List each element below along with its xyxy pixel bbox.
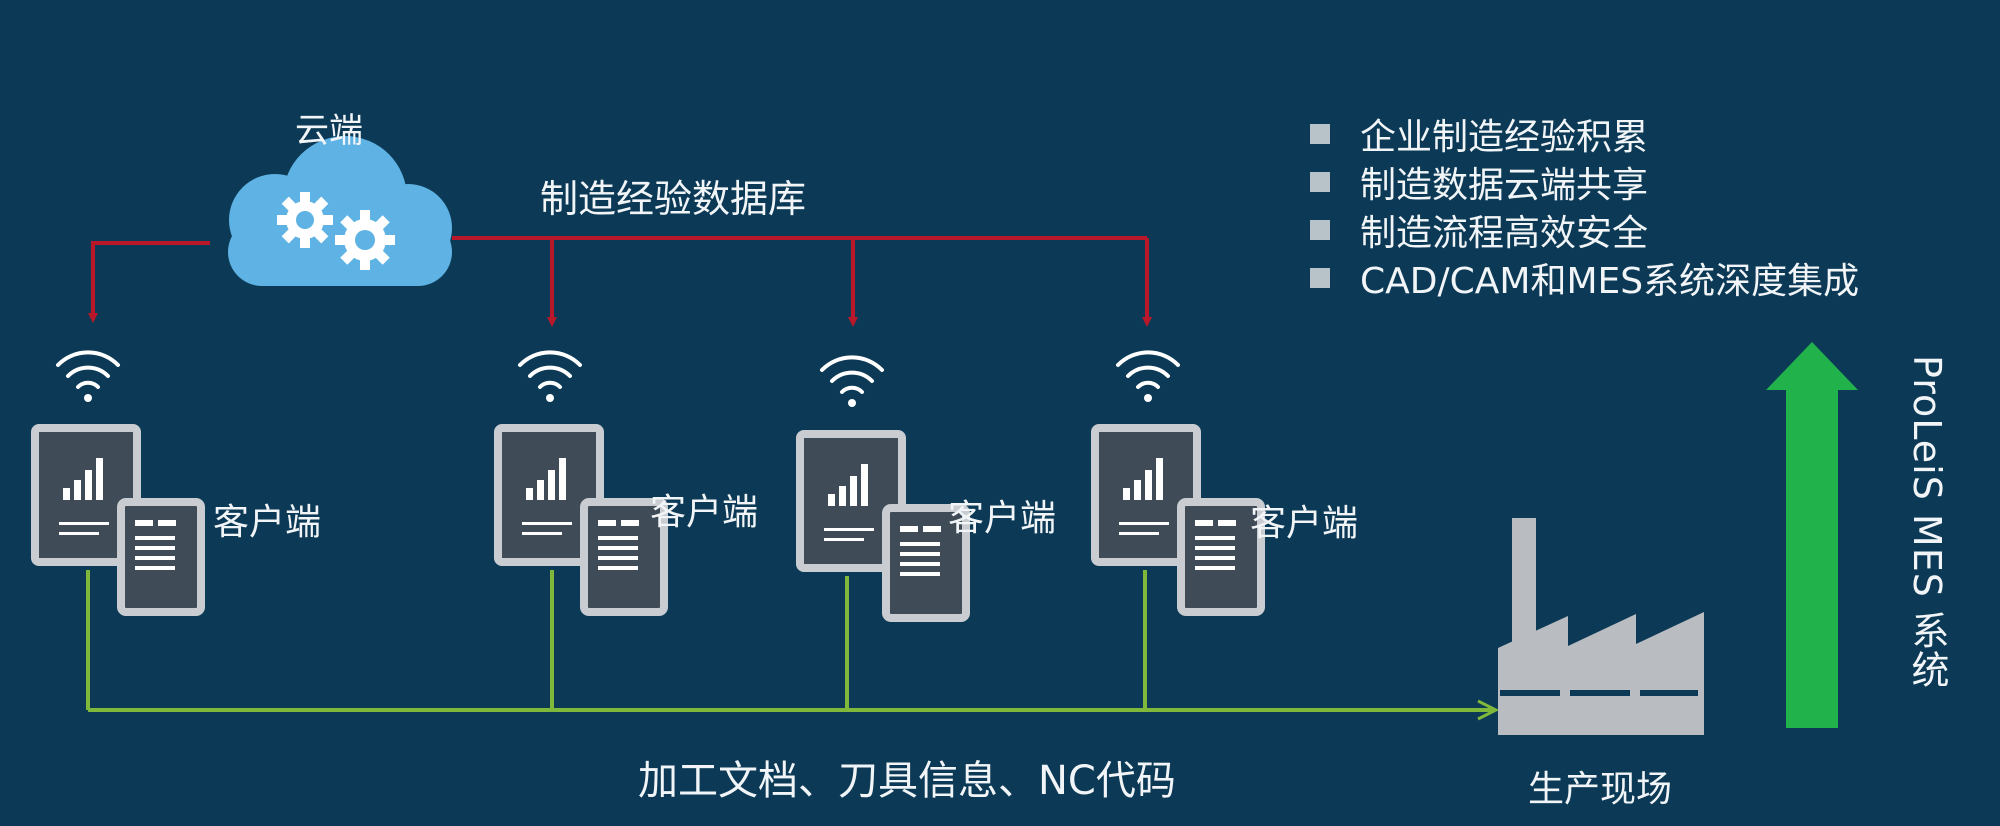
- factory-label: 生产现场: [1528, 769, 1673, 810]
- benefit-item: 企业制造经验积累: [1310, 110, 1859, 158]
- bullet-square-icon: [1310, 220, 1330, 240]
- client-label: 客户端: [213, 502, 322, 543]
- tablet-phone-icon: [796, 430, 970, 622]
- benefit-item: 制造数据云端共享: [1310, 158, 1859, 206]
- factory-icon: [1498, 518, 1704, 735]
- client-label: 客户端: [650, 492, 759, 533]
- benefit-text: CAD/CAM和MES系统深度集成: [1360, 261, 1860, 302]
- benefit-list: 企业制造经验积累 制造数据云端共享 制造流程高效安全 CAD/CAM和MES系统…: [1310, 110, 1859, 302]
- system-label: ProLeiS MES 系统: [1905, 355, 1949, 689]
- benefit-text: 制造数据云端共享: [1360, 165, 1649, 206]
- tablet-phone-icon: [494, 424, 668, 616]
- client-label: 客户端: [948, 498, 1057, 539]
- benefit-text: 企业制造经验积累: [1360, 117, 1649, 158]
- wifi-icon: [518, 350, 582, 402]
- data-flow-label: 加工文档、刀具信息、NC代码: [638, 758, 1176, 804]
- benefit-text: 制造流程高效安全: [1360, 213, 1649, 254]
- bullet-square-icon: [1310, 124, 1330, 144]
- cloud-line-left: [88, 241, 210, 323]
- database-label: 制造经验数据库: [540, 177, 807, 221]
- cloud-label: 云端: [295, 111, 363, 151]
- cloud-connection-lines: [88, 236, 1152, 327]
- benefit-item: 制造流程高效安全: [1310, 206, 1859, 254]
- wifi-icon: [820, 355, 884, 407]
- cloud-gears-icon: [228, 136, 452, 286]
- gear-icon: [277, 192, 333, 248]
- benefit-item: CAD/CAM和MES系统深度集成: [1310, 254, 1859, 302]
- data-flow-lines: [86, 570, 1494, 710]
- bullet-square-icon: [1310, 268, 1330, 288]
- up-arrow-icon: [1766, 342, 1858, 728]
- gear-icon: [335, 210, 395, 270]
- wifi-icon: [1116, 350, 1180, 402]
- wifi-icon: [56, 350, 120, 402]
- tablet-phone-icon: [1091, 424, 1265, 616]
- bullet-square-icon: [1310, 172, 1330, 192]
- tablet-phone-icon: [31, 424, 205, 616]
- client-label: 客户端: [1250, 503, 1359, 544]
